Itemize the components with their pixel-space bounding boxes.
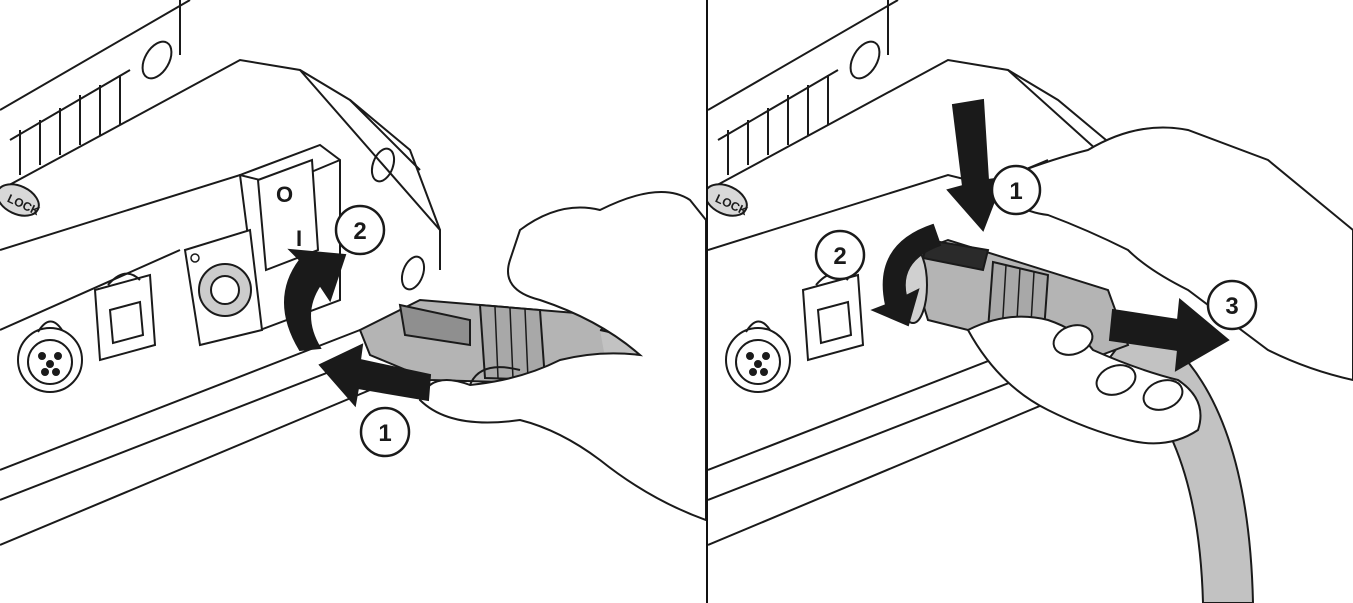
right-panel-disconnect: LOCK [708, 0, 1353, 603]
rotate-arrow [285, 250, 345, 350]
callout-1-number: 1 [1009, 178, 1022, 205]
callout-step-2: 2 [816, 231, 864, 279]
press-arrow [948, 100, 1003, 230]
callout-step-1: 1 [361, 408, 409, 456]
disconnect-illustration: LOCK [708, 0, 1353, 603]
xlr-port [726, 321, 790, 392]
left-panel-connect: LOCK O I [0, 0, 706, 603]
callout-2-number: 2 [353, 218, 366, 245]
switch-off-label: O [276, 182, 293, 207]
connect-illustration: LOCK O I [0, 0, 706, 603]
lock-button: LOCK [0, 178, 44, 222]
callout-3-number: 3 [1225, 293, 1238, 320]
callout-2-number: 2 [833, 243, 846, 270]
callout-step-2: 2 [336, 206, 384, 254]
switch-on-label: I [296, 226, 302, 251]
ethernet-port [803, 274, 863, 360]
xlr-port [18, 321, 82, 392]
callout-step-3: 3 [1208, 281, 1256, 329]
callout-1-number: 1 [378, 420, 391, 447]
callout-step-1: 1 [992, 166, 1040, 214]
lock-button: LOCK [708, 178, 752, 222]
ethernet-port [95, 274, 155, 360]
power-inlet-socket [185, 230, 262, 345]
